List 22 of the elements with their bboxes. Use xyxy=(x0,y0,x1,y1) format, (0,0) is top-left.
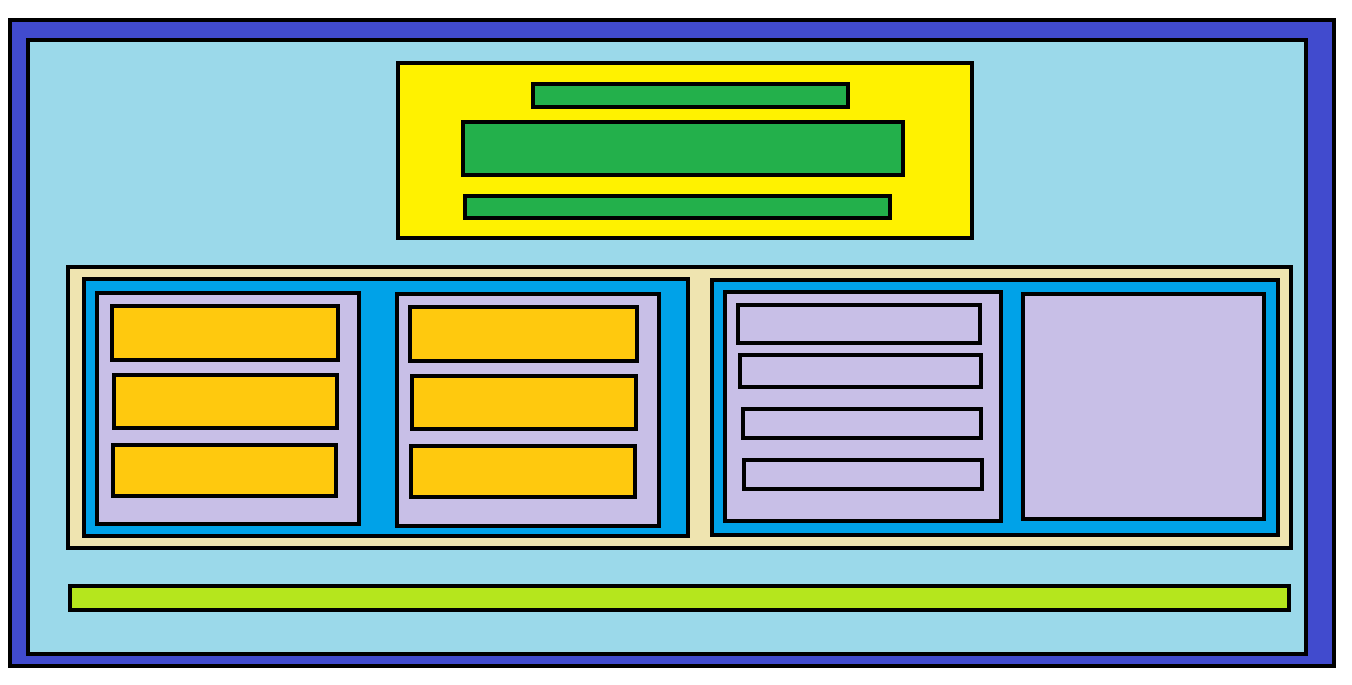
panel xyxy=(396,61,974,240)
panel xyxy=(409,444,637,499)
panel xyxy=(68,584,1291,612)
panel xyxy=(736,303,982,345)
panel xyxy=(66,265,1293,550)
panel xyxy=(531,82,850,109)
panel xyxy=(723,290,1003,523)
panel xyxy=(741,407,983,440)
panel xyxy=(742,458,984,491)
panel xyxy=(110,304,340,362)
panel xyxy=(408,305,639,363)
panel xyxy=(738,353,983,389)
panel xyxy=(710,278,1280,537)
panel xyxy=(463,194,892,220)
panel xyxy=(112,373,339,430)
panel xyxy=(410,374,638,431)
panel xyxy=(111,443,338,498)
panel xyxy=(461,120,905,177)
panel xyxy=(395,292,661,528)
panel xyxy=(1021,292,1266,521)
panel xyxy=(82,277,690,538)
panel xyxy=(95,291,361,526)
